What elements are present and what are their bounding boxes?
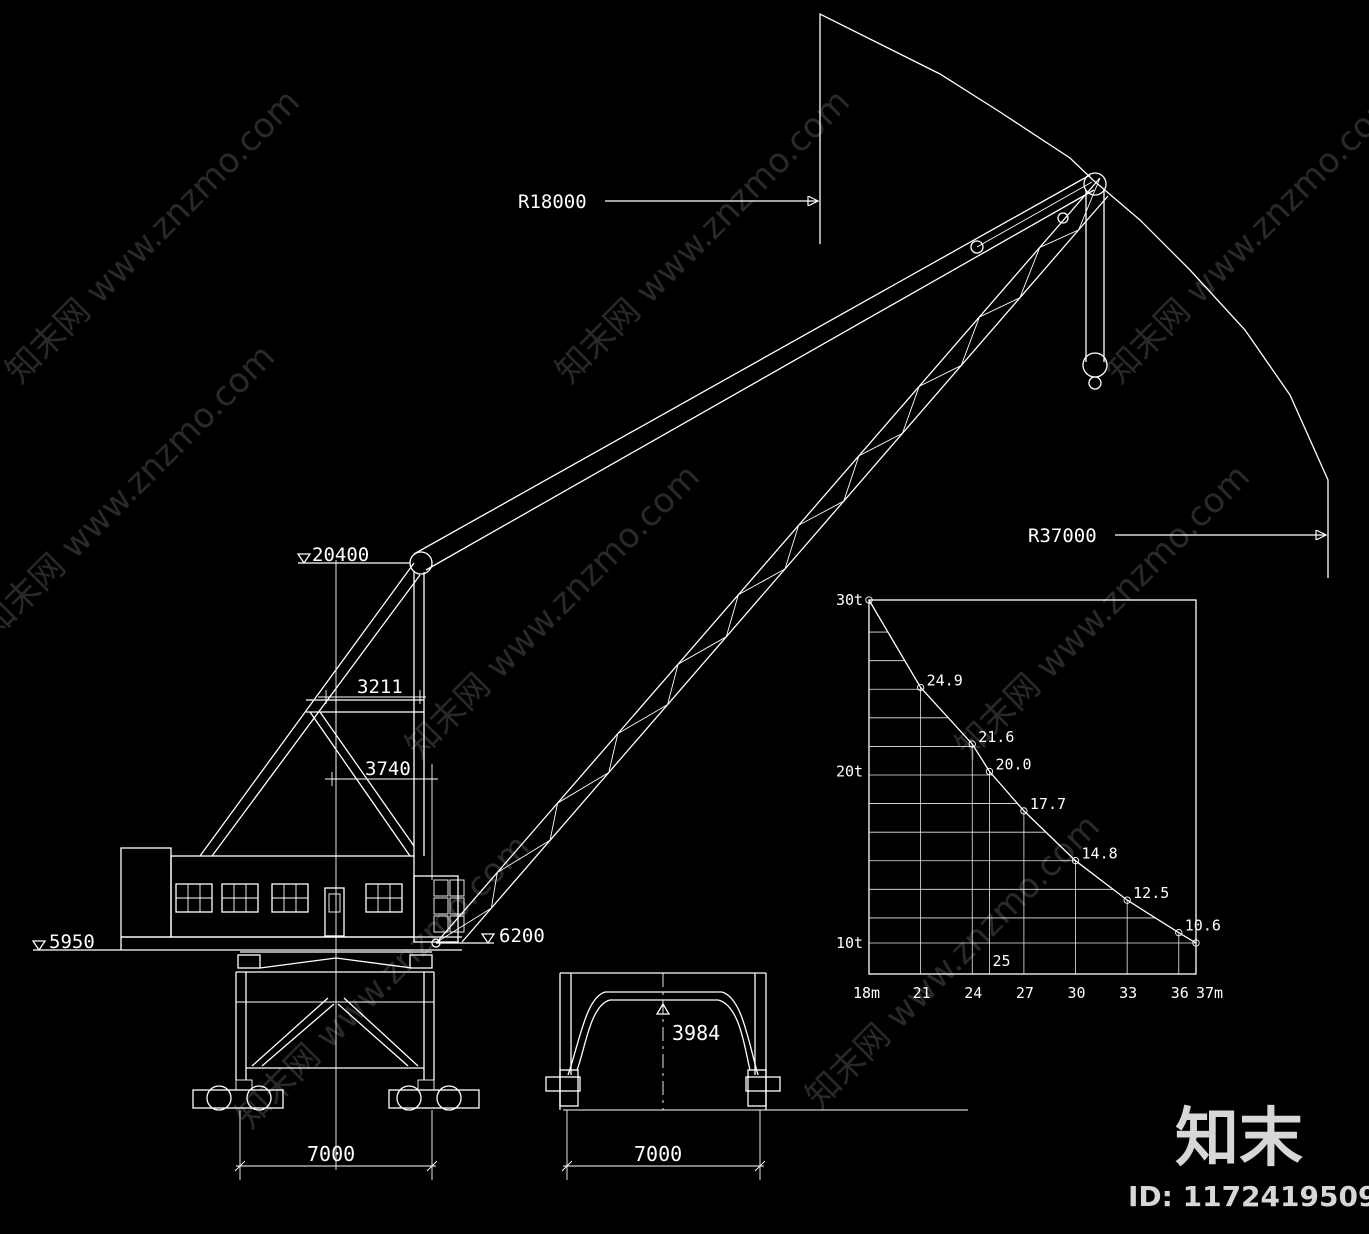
wheel-icon [246, 1085, 272, 1111]
wheel-icon [206, 1085, 232, 1111]
watermark-text: 知末网 www.znzmo.com [1098, 82, 1369, 392]
data-point [916, 683, 925, 692]
x-tick-label: 33 [1119, 984, 1137, 1002]
image-id: ID: 1172419509 [1128, 1180, 1369, 1213]
elevation-6200-label: 6200 [499, 925, 545, 947]
dimension-3740-label: 3740 [365, 758, 411, 780]
house-door [324, 887, 345, 937]
x-tick-label: 27 [1016, 984, 1034, 1002]
brand-logo: 知末 [1175, 1102, 1303, 1176]
cab-panel [449, 879, 465, 897]
point-label: 14.8 [1082, 845, 1118, 863]
point-label: 17.7 [1030, 795, 1066, 813]
data-point [1123, 896, 1131, 904]
x-tick-label: 24 [964, 984, 982, 1002]
chart-frame [868, 599, 1197, 975]
cab-panel [449, 897, 465, 915]
point-label: 12.5 [1133, 884, 1169, 902]
x-tick-label: 18m [853, 984, 880, 1002]
cab-panel [433, 897, 449, 915]
house-window-3 [271, 883, 309, 913]
lattice-boom [436, 177, 1109, 943]
point-label: 20.0 [995, 756, 1031, 774]
data-point [1192, 939, 1200, 947]
wheel-icon [436, 1085, 462, 1111]
elevation-5950-label: 5950 [49, 931, 95, 953]
load-chart: 24.9 21.6 20.0 17.7 14.8 12.5 10.6 18m 21 24 27 30… [836, 591, 1223, 1002]
data-point [985, 767, 994, 776]
lattice-bracing [436, 177, 1101, 943]
portal-front-view: 3984 [545, 972, 968, 1111]
cab-panel [449, 915, 465, 933]
slewing-radius-arcs: R18000 R37000 [518, 12, 1329, 578]
elevation-5950: 5950 [31, 931, 121, 953]
radius-marker-label: 25 [992, 952, 1010, 970]
elevation-20400: 20400 [296, 544, 410, 566]
data-point [1071, 857, 1080, 865]
upper-tie-rod [409, 174, 1095, 575]
y-tick-label: 20t [836, 763, 863, 781]
watermark-text: 知末网 www.znzmo.com [0, 337, 283, 647]
dimension-3740: 3740 [325, 758, 438, 880]
y-tick-label: 10t [836, 934, 863, 952]
watermark-text: 知末网 www.znzmo.com [548, 82, 858, 392]
x-tick-label: 37m [1196, 984, 1223, 1002]
hook-icon [1088, 376, 1102, 390]
data-point [865, 596, 873, 604]
x-tick-label: 30 [1068, 984, 1086, 1002]
cab-panel [433, 915, 449, 933]
dimension-7000-front-label: 7000 [634, 1142, 682, 1166]
dimension-7000-front: 7000 [561, 1110, 766, 1180]
house-window-4 [365, 883, 403, 913]
dimension-3211-label: 3211 [357, 676, 403, 698]
wheel-icon [396, 1085, 422, 1111]
hook-block [1057, 172, 1108, 390]
watermark-layer: 知末网 www.znzmo.com 知末网 www.znzmo.com 知末网 … [0, 82, 1369, 1137]
machine-house [120, 847, 465, 951]
cab-panel [433, 879, 449, 897]
dimension-3211: 3211 [318, 676, 426, 704]
point-label: 10.6 [1185, 917, 1221, 935]
data-point [1175, 929, 1183, 937]
watermark-text: 知末网 www.znzmo.com [948, 457, 1258, 767]
elevation-6200: 6200 [431, 925, 545, 948]
r18000-label: R18000 [518, 191, 587, 213]
dimension-7000-side-label: 7000 [307, 1142, 355, 1166]
dimension-7000-side: 7000 [234, 1110, 438, 1180]
data-point [1020, 807, 1028, 815]
watermark-text: 知末网 www.znzmo.com [398, 457, 708, 767]
load-curve [868, 599, 1197, 944]
r37000-label: R37000 [1028, 525, 1097, 547]
data-point [968, 740, 976, 748]
house-window-2 [221, 883, 259, 913]
dimension-3984-label: 3984 [672, 1021, 720, 1045]
watermark-text: 知末网 www.znzmo.com [228, 827, 538, 1137]
x-tick-label: 36 [1171, 984, 1189, 1002]
watermark-text: 知末网 www.znzmo.com [798, 807, 1108, 1117]
y-tick-label: 30t [836, 591, 863, 609]
portal-side-view [192, 951, 480, 1111]
elevation-20400-label: 20400 [312, 544, 369, 566]
x-tick-label: 21 [913, 984, 931, 1002]
house-window-1 [175, 883, 213, 913]
point-label: 21.6 [978, 728, 1014, 746]
point-label: 24.9 [927, 671, 963, 689]
